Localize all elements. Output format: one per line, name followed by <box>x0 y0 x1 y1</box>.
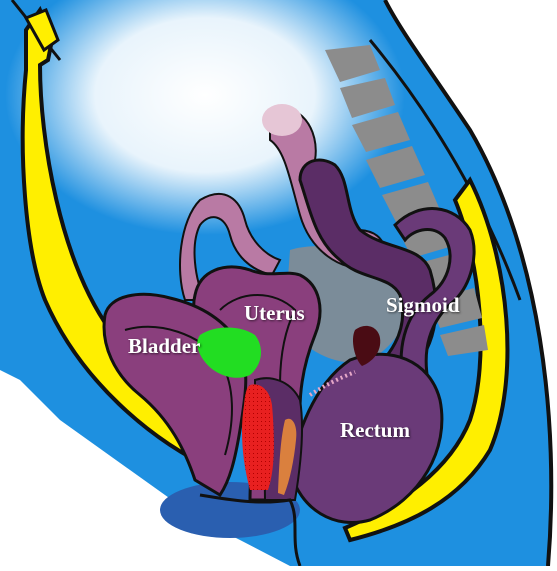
ovary <box>262 104 302 136</box>
bladder-label: Bladder <box>128 334 200 359</box>
rectum-label: Rectum <box>340 418 410 443</box>
sigmoid-label: Sigmoid <box>386 293 460 318</box>
lesion-red <box>242 384 274 490</box>
uterus-label: Uterus <box>244 301 305 326</box>
